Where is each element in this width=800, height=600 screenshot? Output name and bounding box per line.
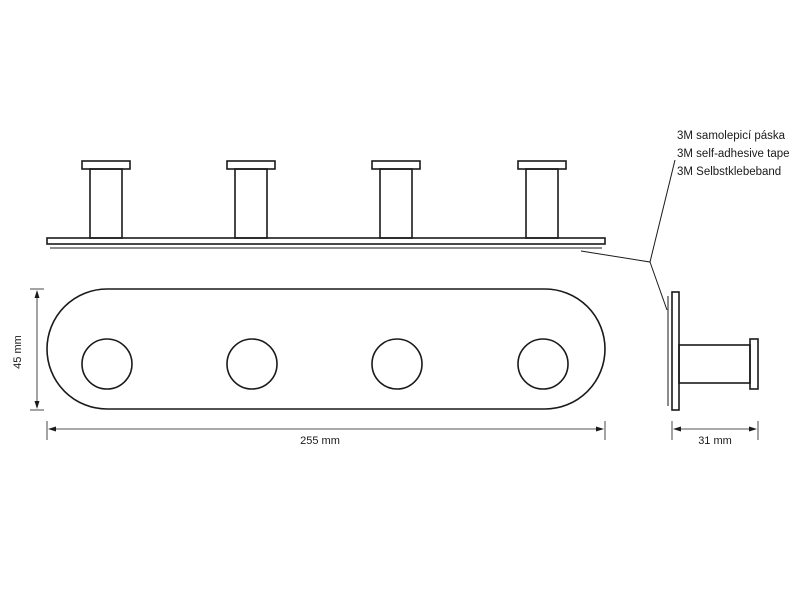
hook-top-1 — [81, 160, 131, 239]
tape-note-de: 3M Selbstklebeband — [677, 166, 781, 178]
top-view — [46, 160, 606, 249]
tape-leader — [580, 159, 676, 311]
dimension-depth — [671, 421, 759, 440]
tape-note-cs: 3M samolepicí páska — [677, 130, 786, 142]
hook-rod-side — [678, 344, 751, 384]
hook-top-2 — [226, 160, 276, 239]
base-plate-side — [671, 291, 680, 411]
base-plate-top — [46, 237, 606, 245]
hook-top-3 — [371, 160, 421, 239]
hook-circle-2 — [226, 338, 278, 390]
base-plate-front — [46, 288, 606, 410]
length-label: 255 mm — [300, 435, 340, 447]
front-view — [46, 288, 606, 410]
hook-circle-3 — [371, 338, 423, 390]
side-view — [667, 291, 759, 411]
hook-circle-1 — [81, 338, 133, 390]
height-label: 45 mm — [12, 335, 24, 369]
dimension-height — [30, 288, 44, 411]
hook-cap-side — [749, 338, 759, 390]
leader-line-top — [580, 159, 676, 263]
tape-note-en: 3M self-adhesive tape — [677, 148, 790, 160]
depth-label: 31 mm — [698, 435, 732, 447]
dimension-length — [46, 421, 606, 440]
hook-circle-4 — [517, 338, 569, 390]
leader-line-side — [649, 261, 668, 311]
hook-top-4 — [517, 160, 567, 239]
